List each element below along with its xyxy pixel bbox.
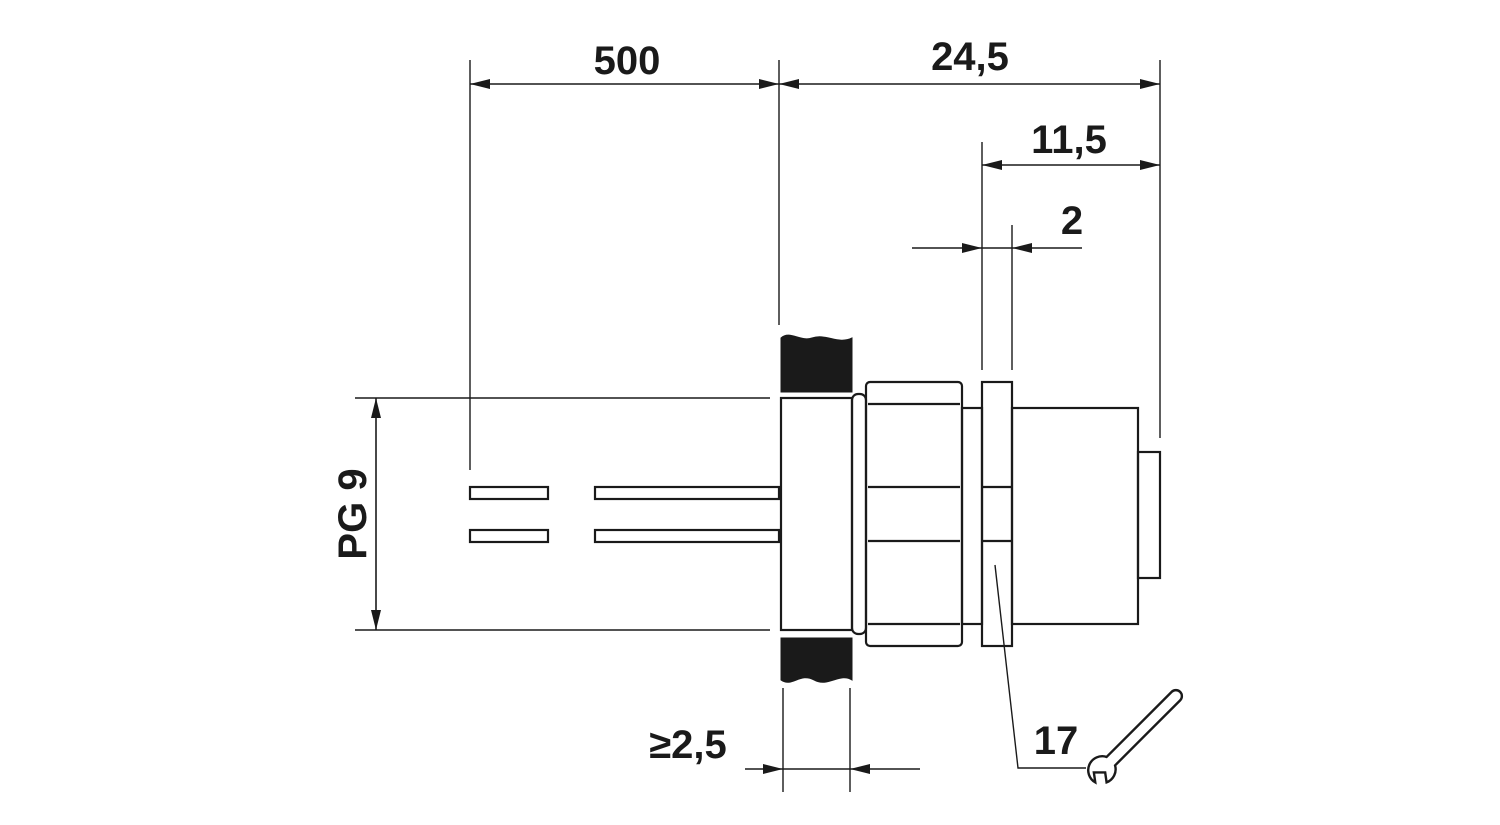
dimension-labels: 500 24,5 11,5 2 PG 9 ≥2,5 17 — [331, 35, 1107, 767]
label-connector-length: 11,5 — [1031, 118, 1107, 162]
wrench-size-leader — [994, 564, 1086, 769]
connector-body — [779, 380, 1162, 648]
label-panel-thickness: ≥2,5 — [649, 723, 727, 767]
connector-shaft — [960, 406, 984, 626]
wire-lower-right — [593, 528, 781, 544]
wire-upper-left — [468, 485, 550, 501]
label-nut-width: 2 — [1061, 199, 1083, 243]
dimension-lines — [371, 79, 1160, 774]
panel-section — [780, 334, 853, 683]
gasket — [850, 392, 868, 636]
wire-lower-left — [468, 528, 550, 544]
wrench-outline — [1087, 688, 1184, 785]
lock-nut — [980, 380, 1014, 648]
panel-lower — [780, 637, 853, 683]
extension-lines — [355, 60, 1161, 792]
hex-nut — [864, 380, 964, 648]
cable-wires — [468, 485, 781, 544]
label-thread: PG 9 — [331, 468, 375, 559]
wire-upper-right — [593, 485, 781, 501]
panel-upper — [780, 334, 853, 393]
label-overall-length: 24,5 — [931, 35, 1009, 79]
label-cable-length: 500 — [594, 39, 661, 83]
label-wrench-size: 17 — [1034, 719, 1079, 763]
housing-through-panel — [779, 396, 854, 632]
socket-face — [1136, 450, 1162, 580]
wrench-icon — [1087, 688, 1184, 785]
connector-head — [1010, 406, 1140, 626]
